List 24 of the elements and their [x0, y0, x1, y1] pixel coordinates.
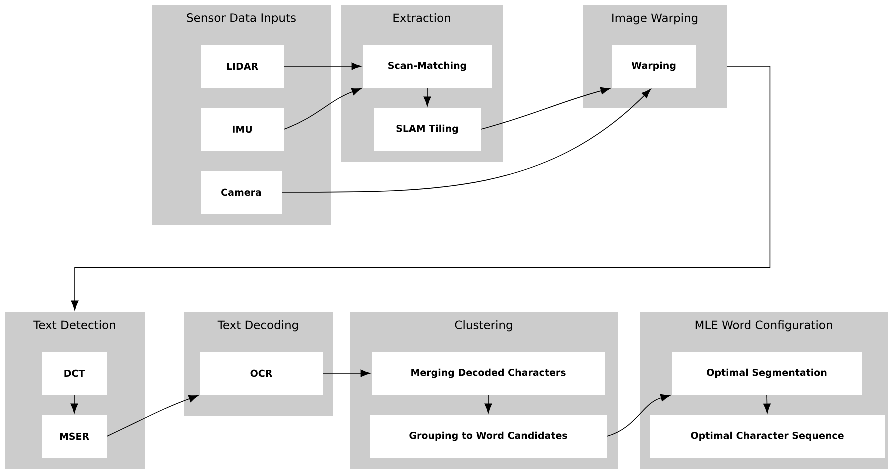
process-box: SLAM Tiling — [374, 108, 481, 151]
process-box: Grouping to Word Candidates — [370, 415, 607, 458]
process-box: Camera — [201, 171, 282, 214]
arrow — [71, 66, 771, 310]
process-box: MSER — [42, 415, 107, 458]
arrow — [322, 370, 370, 378]
arrow — [424, 88, 432, 106]
arrow — [106, 395, 199, 437]
arrow — [764, 394, 771, 414]
process-box: IMU — [201, 108, 284, 151]
process-box: Warping — [612, 45, 696, 88]
arrow — [70, 394, 78, 414]
arrow — [480, 87, 611, 130]
arrow — [282, 89, 652, 193]
arrow — [284, 88, 362, 130]
arrow — [484, 394, 492, 414]
process-box: Optimal Character Sequence — [650, 415, 885, 458]
process-box: Merging Decoded Characters — [372, 352, 605, 395]
process-box: DCT — [42, 352, 107, 395]
process-box: Optimal Segmentation — [672, 352, 862, 395]
process-box: LIDAR — [201, 45, 284, 88]
process-box: OCR — [200, 352, 323, 395]
arrow — [284, 62, 362, 70]
process-box: Scan-Matching — [363, 45, 492, 88]
